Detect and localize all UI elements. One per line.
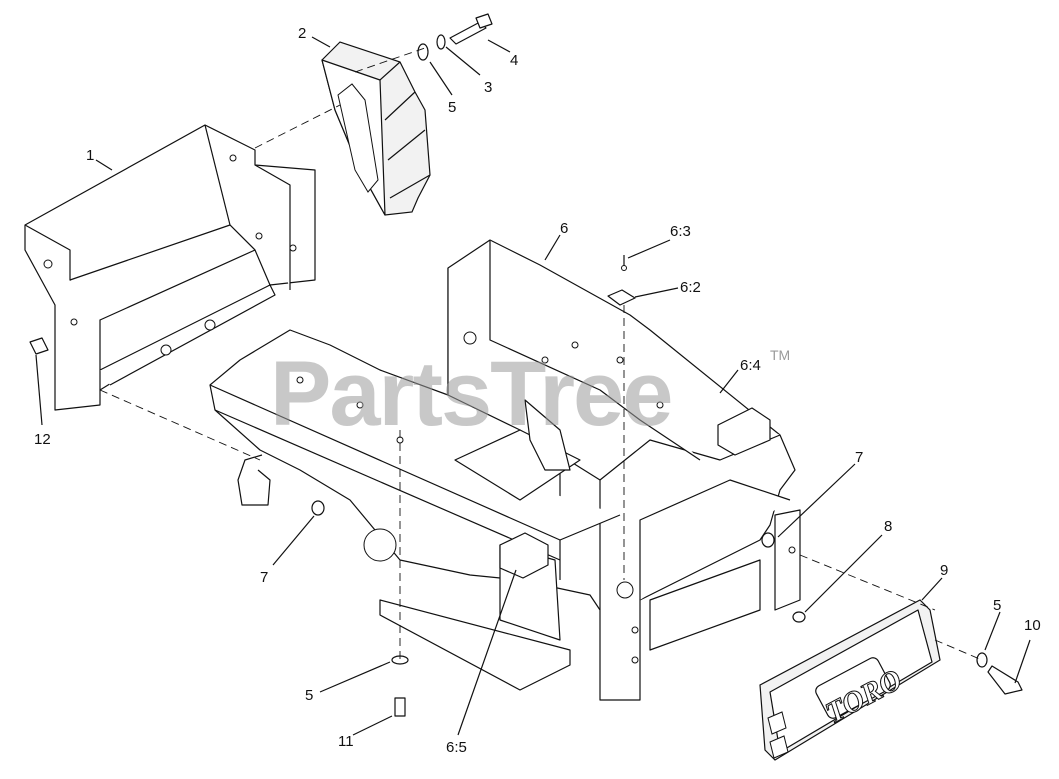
callout-labels: 1 2 3 4 5 6 6:3 6:2 6:4 7 8 9 5 10 7 5 1… bbox=[34, 25, 1041, 756]
frame-subparts bbox=[499, 255, 771, 579]
callout-8: 8 bbox=[884, 518, 892, 535]
callout-12: 12 bbox=[34, 431, 51, 448]
assembly-lines bbox=[99, 47, 983, 661]
callout-6-3: 6:3 bbox=[670, 223, 691, 240]
callout-6-4: 6:4 bbox=[740, 357, 761, 374]
callout-2: 2 bbox=[298, 25, 306, 42]
callout-1: 1 bbox=[86, 147, 94, 164]
part-1-bracket bbox=[24, 124, 316, 411]
callout-9: 9 bbox=[940, 562, 948, 579]
part-6-frame bbox=[209, 239, 801, 701]
callout-3: 3 bbox=[484, 79, 492, 96]
callout-7-right: 7 bbox=[855, 449, 863, 466]
part-2-block bbox=[321, 41, 431, 216]
top-hardware bbox=[417, 13, 493, 61]
part-9-plate: TORO bbox=[759, 599, 941, 761]
fasteners bbox=[29, 337, 1023, 717]
callout-11: 11 bbox=[338, 733, 354, 750]
callout-5-top: 5 bbox=[448, 99, 456, 116]
watermark: PartsTree TM bbox=[270, 343, 790, 445]
callout-5-right: 5 bbox=[993, 597, 1001, 614]
callout-7-left: 7 bbox=[260, 569, 268, 586]
watermark-text: PartsTree bbox=[270, 343, 671, 445]
callout-6-2: 6:2 bbox=[680, 279, 701, 296]
callout-10: 10 bbox=[1024, 617, 1041, 634]
callout-5-bottom: 5 bbox=[305, 687, 313, 704]
callout-4: 4 bbox=[510, 52, 518, 69]
leader-lines bbox=[35, 36, 1031, 736]
callout-6-5: 6:5 bbox=[446, 739, 467, 756]
callout-6: 6 bbox=[560, 220, 568, 237]
watermark-tm: TM bbox=[770, 347, 790, 363]
